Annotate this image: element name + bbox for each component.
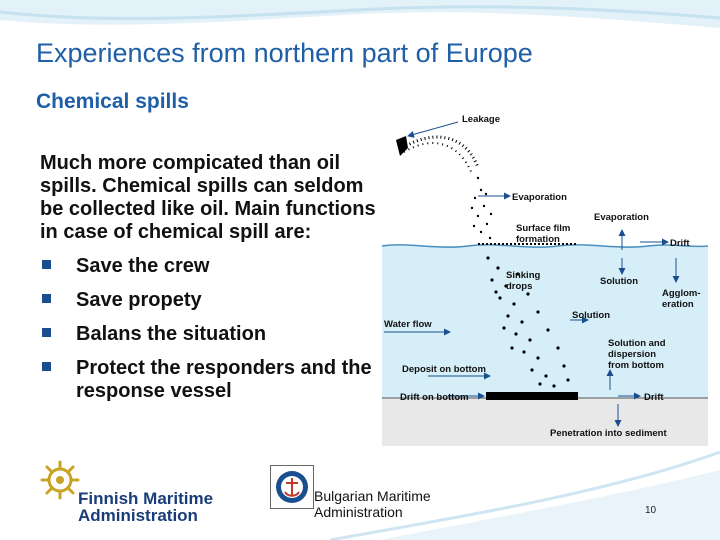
sediment-layer [382,398,708,446]
label-agglom-2: eration [662,299,694,310]
slide-body: Much more compicated than oil spills. Ch… [40,152,385,403]
label-agglom-1: Agglom- [662,288,701,299]
label-leakage: Leakage [462,114,500,125]
water-surface [381,244,709,248]
sinking-drops [486,256,570,388]
label-drift-bottom-right: Drift [644,392,664,403]
square-bullet-icon [42,362,51,371]
bullet-item: Protect the responders and the response … [40,357,385,403]
label-water-flow: Water flow [384,319,432,330]
page-number: 10 [645,505,657,516]
label-dispersion-1: Solution and [608,338,666,349]
intro-paragraph: Much more compicated than oil spills. Ch… [40,152,376,243]
label-solution-mid: Solution [572,310,610,321]
square-bullet-icon [42,260,51,269]
square-bullet-icon [42,328,51,337]
label-sinking-1: Sinking [506,270,541,281]
label-drift-bottom-left: Drift on bottom [400,392,469,403]
bullet-item: Save propety [40,289,385,312]
finnish-maritime-logo-icon [40,460,80,500]
label-solution-upper: Solution [600,276,638,287]
slide-title: Experiences from northern part of Europe [36,38,533,68]
bullet-list: Save the crew Save propety Balans the si… [40,255,385,403]
label-drift-top: Drift [670,238,690,249]
slide-subtitle: Chemical spills [36,90,189,113]
bullet-item: Balans the situation [40,323,385,346]
falling-droplets [470,176,493,240]
water-body [382,246,708,398]
square-bullet-icon [42,294,51,303]
label-surface-film-1: Surface film [516,223,570,234]
leakage-source-icon [396,136,408,156]
deposit-bar [486,392,578,400]
label-sinking-2: drops [506,281,532,292]
bulgarian-maritime-emblem-icon [270,465,314,509]
label-penetration: Penetration into sediment [550,428,667,439]
label-dispersion-3: from bottom [608,360,664,371]
label-evaporation-right: Evaporation [594,212,649,223]
bullet-item: Save the crew [40,255,385,278]
chemical-spill-diagram: Leakage Evaporation Evaporation Surface … [381,114,709,446]
finnish-maritime-logo-text: Finnish Maritime Administration [78,489,214,525]
label-evaporation-left: Evaporation [512,192,567,203]
label-deposit: Deposit on bottom [402,364,486,375]
label-dispersion-2: dispersion [608,349,656,360]
leakage-arrow [407,121,459,138]
bulgarian-maritime-text: Bulgarian Maritime Administration [314,488,431,520]
label-surface-film-2: formation [516,234,560,245]
